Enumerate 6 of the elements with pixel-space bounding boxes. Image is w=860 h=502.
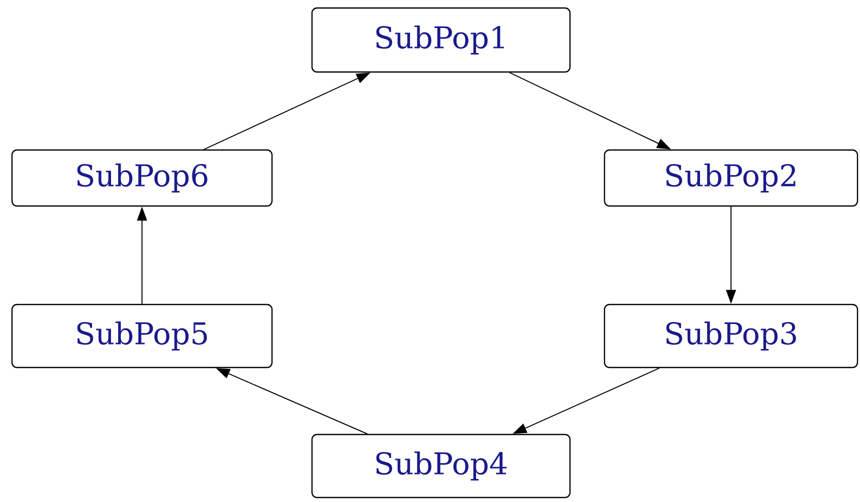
process-box: SubPop6	[11, 149, 273, 207]
process-box: SubPop3	[604, 304, 858, 368]
process-box: SubPop4	[311, 434, 571, 498]
process-box: SubPop2	[604, 149, 858, 207]
process-box: SubPop1	[311, 7, 571, 73]
process-box: SubPop5	[11, 304, 273, 368]
